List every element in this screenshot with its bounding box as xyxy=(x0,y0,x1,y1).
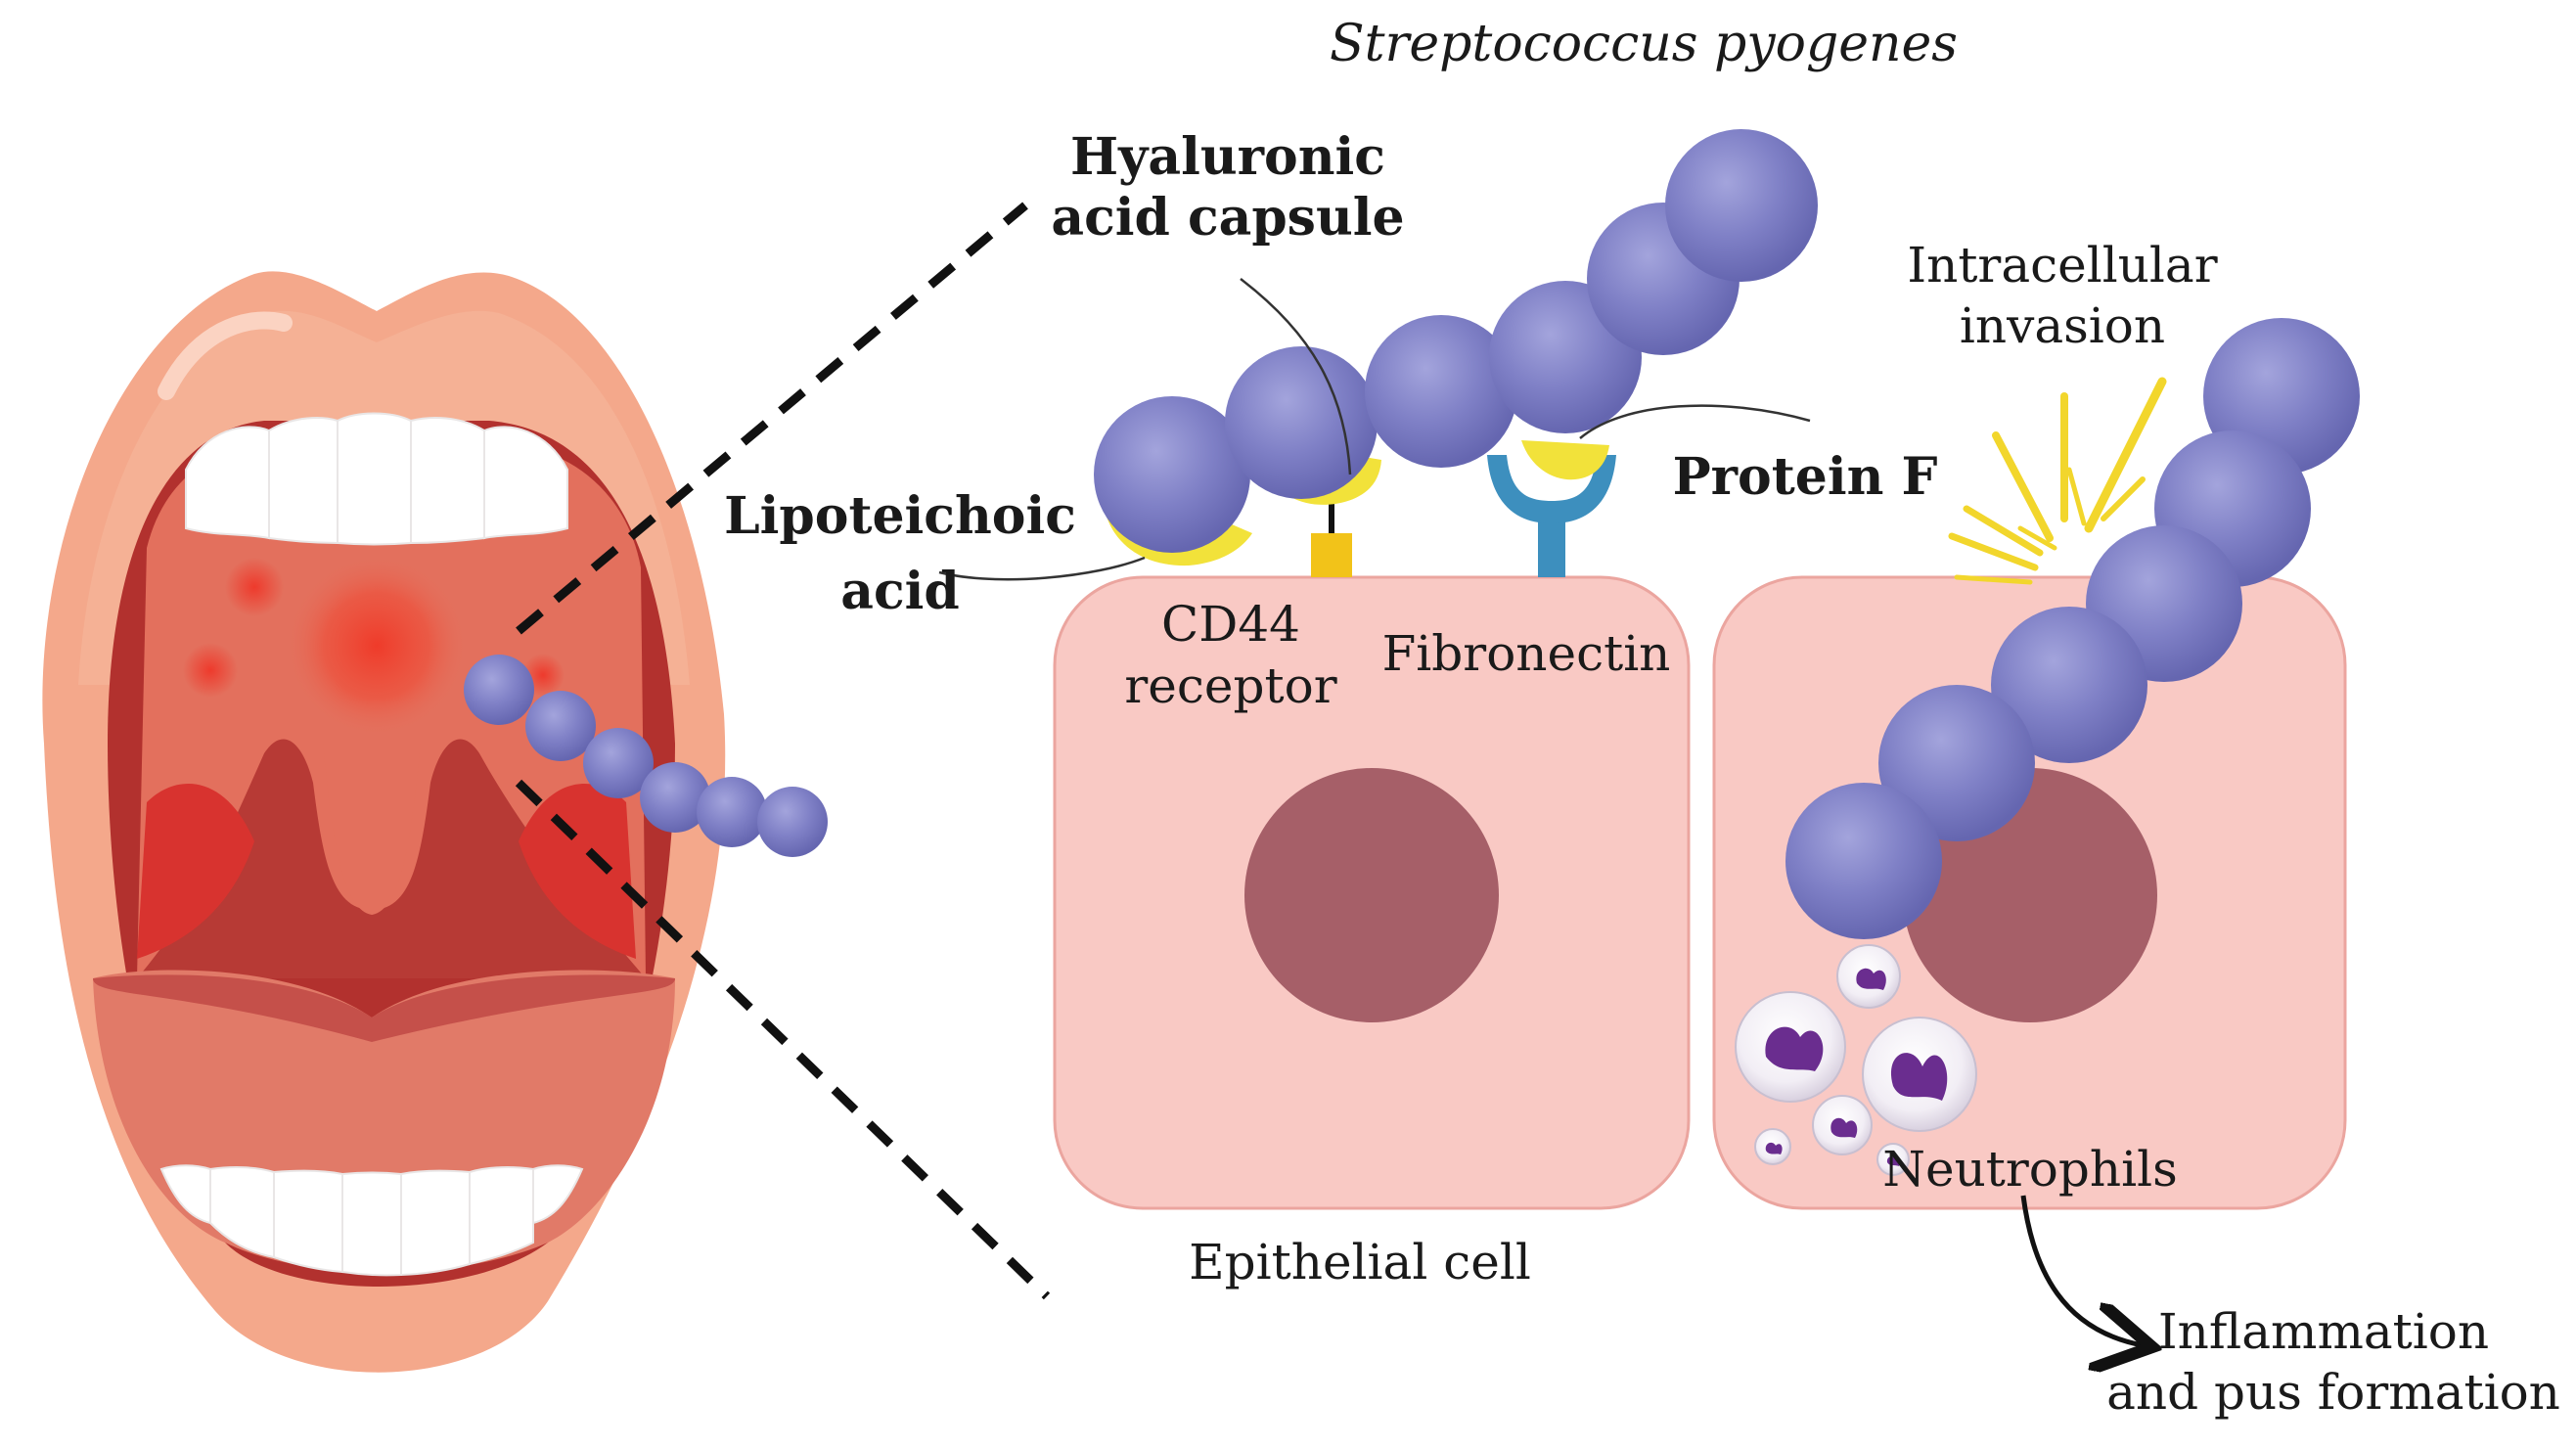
upper-teeth xyxy=(185,412,568,546)
label-protein-f: Protein F xyxy=(1673,447,1938,507)
label-inflammation-2: and pus formation xyxy=(2106,1364,2560,1421)
label-epithelial-cell: Epithelial cell xyxy=(1189,1234,1531,1290)
small-bacteria-chain xyxy=(464,655,828,857)
label-cd44-2: receptor xyxy=(1124,657,1336,714)
neutrophil xyxy=(1862,1017,1977,1132)
label-hyaluronic-2: acid capsule xyxy=(1051,188,1404,248)
zoom-line-top xyxy=(516,202,1028,635)
neutrophil xyxy=(1735,991,1846,1103)
zoom-line-bottom xyxy=(515,779,1051,1300)
leader-hyaluronic xyxy=(1240,278,1352,475)
label-lipoteichoic-2: acid xyxy=(840,562,959,621)
label-inflammation-1: Inflammation xyxy=(2158,1303,2489,1360)
label-neutrophils: Neutrophils xyxy=(1882,1141,2178,1198)
inflammation-arrow xyxy=(2020,1195,2143,1345)
neutrophils xyxy=(1735,944,1977,1176)
intracellular-invasion-rays xyxy=(1948,377,2167,585)
label-fibronectin: Fibronectin xyxy=(1382,625,1671,682)
right-tonsil xyxy=(519,783,636,959)
epithelial-cell-left xyxy=(1053,575,1691,1210)
neutrophil xyxy=(1836,944,1901,1009)
neutrophil xyxy=(1754,1128,1791,1165)
label-intracellular-1: Intracellular xyxy=(1907,237,2217,294)
left-tonsil xyxy=(137,783,254,959)
lower-teeth xyxy=(159,1164,584,1277)
cd44-receptor xyxy=(1311,484,1352,577)
label-lipoteichoic-1: Lipoteichoic xyxy=(724,486,1076,546)
nucleus xyxy=(1244,768,1499,1022)
label-intracellular-2: invasion xyxy=(1960,297,2165,354)
inflamed-spot xyxy=(183,643,238,698)
inflamed-spot xyxy=(289,558,465,734)
neutrophil xyxy=(1812,1095,1873,1155)
inflamed-spot xyxy=(225,558,284,616)
label-cd44-1: CD44 xyxy=(1161,596,1300,653)
streptococcus-chain-invading xyxy=(1785,318,2360,939)
uvula xyxy=(137,739,646,978)
leader-lipoteichoic xyxy=(938,556,1146,581)
fibronectin-receptor xyxy=(1487,455,1616,577)
species-title: Streptococcus pyogenes xyxy=(1330,15,1958,73)
label-hyaluronic-1: Hyaluronic xyxy=(1070,127,1385,187)
neutrophil xyxy=(1876,1143,1910,1176)
streptococcus-chain-surface xyxy=(1094,129,1818,566)
leader-protein-f xyxy=(1579,404,1811,439)
open-mouth-illustration xyxy=(42,271,828,1373)
